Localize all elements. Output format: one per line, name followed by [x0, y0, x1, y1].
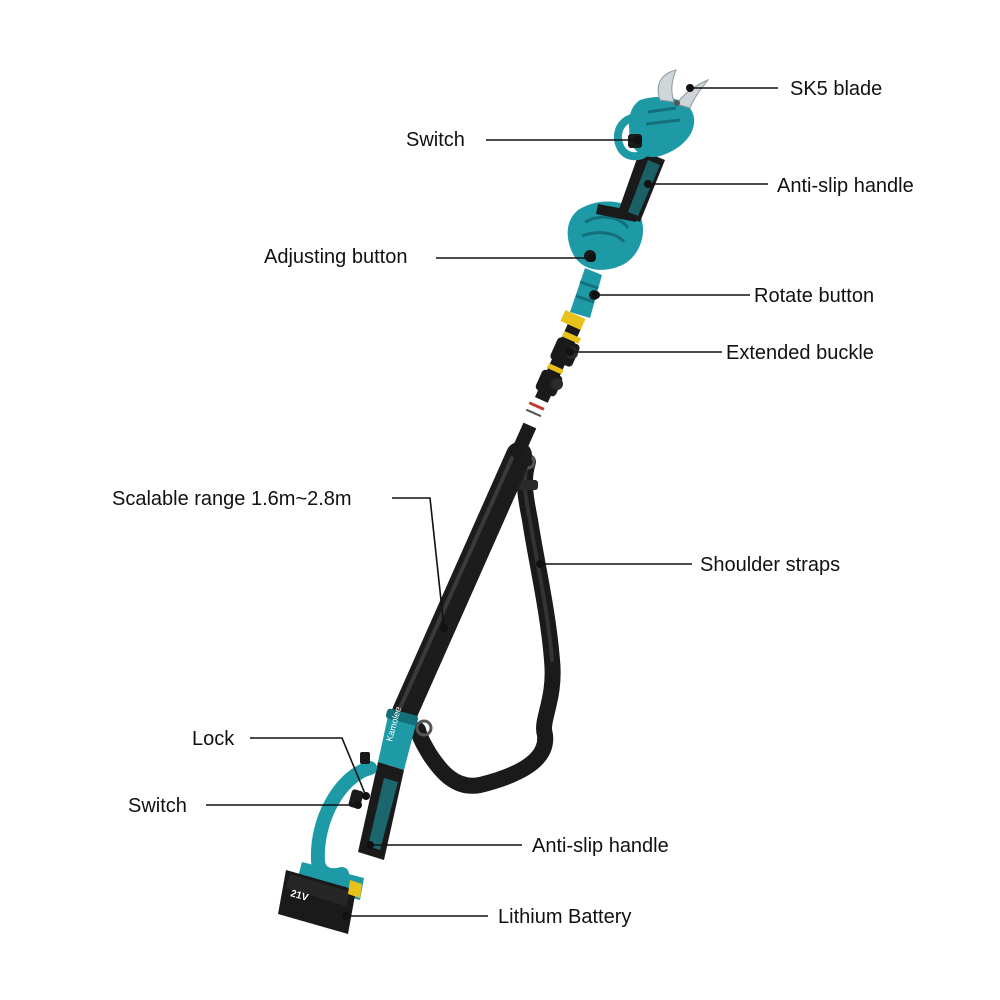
foam-pole — [392, 442, 532, 725]
pole-pruner-illustration: Kamolee 21V — [278, 69, 710, 934]
sk5-blade-shape — [657, 69, 710, 109]
label-anti-slip-handle-bottom: Anti-slip handle — [532, 835, 669, 857]
label-rotate-button: Rotate button — [754, 285, 874, 307]
label-scalable-range: Scalable range 1.6m~2.8m — [112, 488, 352, 510]
battery-pack: 21V — [278, 870, 362, 934]
label-lock: Lock — [192, 728, 235, 750]
leader-lines — [206, 87, 778, 917]
battery-voltage-text: 21V — [289, 888, 309, 904]
label-switch-bottom: Switch — [128, 795, 187, 817]
leader-dots — [342, 84, 694, 920]
label-extended-buckle: Extended buckle — [726, 342, 874, 364]
callout-labels: SK5 blade Switch Anti-slip handle Adjust… — [112, 78, 914, 928]
motor-housing — [567, 201, 644, 270]
leader-line-scalable-range — [392, 497, 445, 629]
label-lithium-battery: Lithium Battery — [498, 906, 631, 928]
label-anti-slip-handle-top: Anti-slip handle — [777, 175, 914, 197]
label-switch-top: Switch — [406, 129, 465, 151]
label-shoulder-straps: Shoulder straps — [700, 554, 840, 576]
upper-handle — [618, 150, 665, 222]
rotate-connector — [560, 268, 602, 330]
label-adjusting-button: Adjusting button — [264, 246, 407, 268]
extension-buckles — [535, 330, 581, 397]
leader-line-lock — [250, 737, 367, 797]
label-sk5-blade: SK5 blade — [790, 78, 882, 100]
